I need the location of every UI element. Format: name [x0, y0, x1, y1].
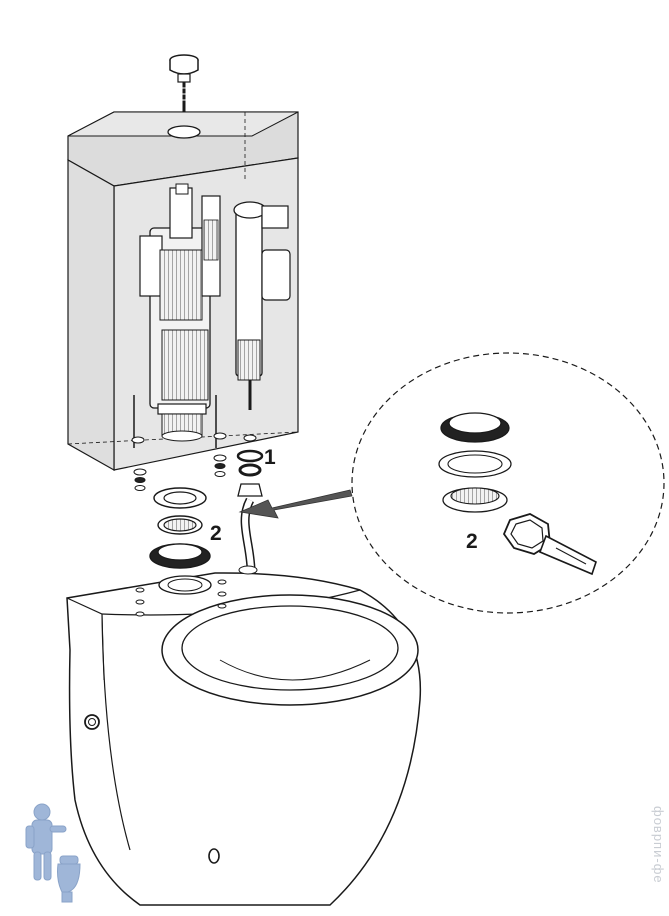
label-part-2-main: 2 [210, 522, 222, 545]
arrow-left-icon [238, 489, 353, 519]
label-part-1: 1 [264, 446, 276, 469]
label-part-2-detail: 2 [466, 530, 478, 553]
tank-bolts [131, 395, 257, 491]
flush-valve [139, 183, 221, 442]
fill-valve [233, 201, 291, 410]
toilet-bowl [66, 565, 422, 906]
push-button [169, 54, 199, 112]
watermark: фоврпи-фе [651, 806, 666, 884]
plumber-mascot-icon [25, 803, 81, 903]
spanner-key-icon [502, 513, 597, 576]
part-1-washers [236, 449, 264, 477]
part-2-gaskets [149, 487, 211, 569]
detail-view [351, 352, 665, 614]
watermark-text: фоврпи-фе [651, 806, 666, 884]
